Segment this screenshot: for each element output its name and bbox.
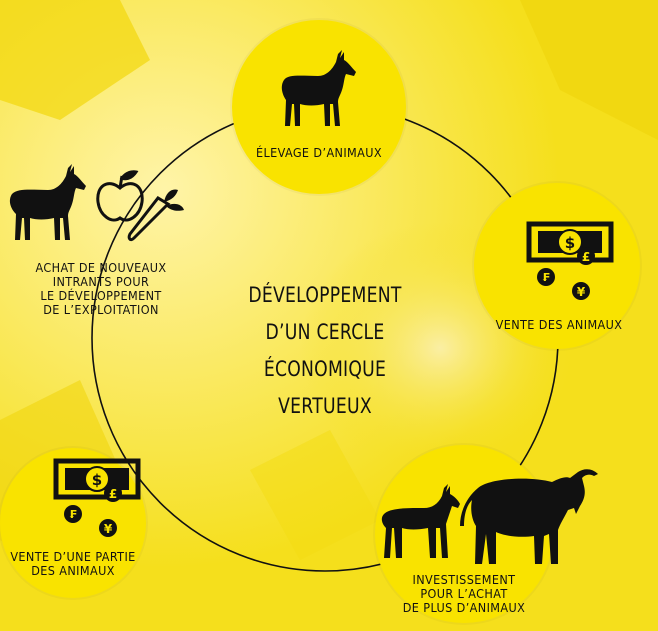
cycle-title: DÉVELOPPEMENT D’UN CERCLE ÉCONOMIQUE VER… bbox=[248, 283, 402, 418]
yen-symbol: ¥ bbox=[104, 522, 113, 536]
money-icon: $ £ ₣ ¥ bbox=[526, 221, 614, 300]
apple-icon bbox=[96, 170, 144, 222]
franc-symbol: ₣ bbox=[69, 508, 77, 521]
goat-and-ox-icon bbox=[381, 469, 598, 564]
yen-symbol: ¥ bbox=[577, 285, 586, 299]
node-investissement-label: INVESTISSEMENT POUR L’ACHAT DE PLUS D’AN… bbox=[402, 572, 526, 615]
goat-apple-carrot-icon bbox=[9, 164, 184, 242]
carrot-icon bbox=[127, 189, 184, 242]
franc-symbol: ₣ bbox=[542, 271, 550, 284]
node-achat-label: ACHAT DE NOUVEAUX INTRANTS POUR LE DÉVEL… bbox=[35, 260, 167, 317]
pound-symbol: £ bbox=[109, 487, 117, 501]
dollar-symbol: $ bbox=[92, 471, 102, 489]
node-vente-label: VENTE DES ANIMAUX bbox=[495, 317, 623, 332]
pound-symbol: £ bbox=[582, 250, 590, 264]
goat-icon bbox=[281, 50, 356, 126]
dollar-symbol: $ bbox=[565, 234, 575, 252]
money-icon: $ £ ₣ ¥ bbox=[53, 458, 141, 537]
node-elevage-label: ÉLEVAGE D’ANIMAUX bbox=[255, 145, 382, 160]
node-vente-circle bbox=[474, 183, 640, 349]
node-vente-partie-label: VENTE D’UNE PARTIE DES ANIMAUX bbox=[10, 549, 136, 578]
node-elevage-circle bbox=[232, 20, 406, 194]
